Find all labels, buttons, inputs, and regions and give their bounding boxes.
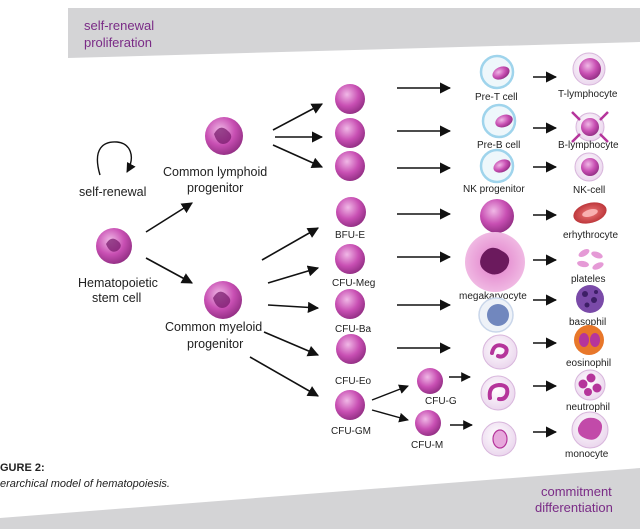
eosinophil-precursor-cell	[482, 334, 518, 370]
erythroid-precursor-cell	[480, 199, 514, 233]
top-banner-line-2: proliferation	[84, 35, 152, 50]
clp-label-line-2: progenitor	[187, 181, 243, 195]
monocyte-precursor-cell	[481, 421, 517, 457]
monocyte-label: monocyte	[565, 449, 609, 460]
cfu-eo-label: CFU-Eo	[335, 376, 372, 387]
megakaryocyte-cell	[465, 232, 525, 292]
arrow-cmp-cfu-gm	[249, 356, 319, 397]
top-banner-line-1: self-renewal	[84, 18, 154, 33]
eosinophil-label: eosinophil	[566, 358, 611, 369]
arrow-hsc-to-clp	[145, 202, 193, 233]
basophil-cell	[576, 285, 604, 313]
lymphoid-progenitor-cell	[335, 118, 365, 148]
neutrophil-precursor-cell	[480, 375, 516, 411]
hematopoietic-stem-cell	[96, 228, 132, 264]
self-renewal-loop-icon	[96, 141, 136, 176]
nk-progenitor-label: NK progenitor	[463, 184, 525, 195]
bottom-banner-line-1: commitment	[541, 484, 612, 499]
top-banner	[68, 8, 640, 58]
erythrocyte-cell	[573, 202, 607, 224]
nk-cell-label: NK-cell	[573, 185, 605, 196]
cfu-g-cell	[417, 368, 443, 394]
cfu-meg-cell	[335, 244, 365, 274]
common-myeloid-progenitor-cell	[204, 281, 242, 319]
cfu-m-label: CFU-M	[411, 440, 443, 451]
cfu-ba-cell	[335, 289, 365, 319]
basophil-label: basophil	[569, 317, 606, 328]
lymphoid-progenitor-cell	[335, 84, 365, 114]
monocyte-cell	[571, 411, 609, 449]
arrow-clp-1	[272, 103, 323, 131]
cfu-gm-label: CFU-GM	[331, 426, 371, 437]
hsc-label-line-2: stem cell	[92, 291, 141, 305]
clp-label-line-1: Common lymphoid	[163, 165, 267, 179]
basophil-precursor-cell	[478, 297, 514, 333]
arrow-cfu-gm-to-cfu-g	[371, 384, 409, 401]
bottom-banner	[0, 468, 640, 529]
neutrophil-label: neutrophil	[566, 402, 610, 413]
arrow-cmp-cfu-meg	[267, 265, 320, 284]
hsc-label-line-1: Hematopoietic	[78, 276, 158, 290]
b-lymphocyte-label: B-lymphocyte	[558, 140, 619, 151]
neutrophil-cell	[574, 369, 606, 401]
arrow-cmp-bfu-e	[261, 227, 319, 261]
cfu-eo-cell	[336, 334, 366, 364]
self-renewal-label: self-renewal	[79, 185, 146, 199]
b-lymphocyte-cell	[571, 111, 609, 143]
arrow-hsc-to-cmp	[145, 257, 193, 284]
cfu-m-cell	[415, 410, 441, 436]
cfu-gm-cell	[335, 390, 365, 420]
t-lymphocyte-label: T-lymphocyte	[558, 89, 618, 100]
plateles-cells	[577, 249, 604, 270]
cfu-g-label: CFU-G	[425, 396, 457, 407]
nk-progenitor-cell	[479, 148, 515, 184]
pre-b-label: Pre-B cell	[477, 140, 520, 151]
t-lymphocyte-cell	[572, 52, 606, 86]
bfu-e-label: BFU-E	[335, 230, 365, 241]
erythrocyte-label: erhythrocyte	[563, 230, 618, 241]
cfu-ba-label: CFU-Ba	[335, 324, 372, 335]
cfu-meg-label: CFU-Meg	[332, 278, 375, 289]
nk-cell	[574, 152, 604, 182]
pre-t-cell	[479, 54, 515, 90]
bfu-e-cell	[336, 197, 366, 227]
plateles-label: plateles	[571, 274, 605, 285]
cmp-label-line-1: Common myeloid	[165, 320, 262, 334]
figure-caption-title: GURE 2:	[0, 462, 45, 474]
figure-caption: GURE 2: erarchical model of hematopoiesi…	[0, 462, 170, 490]
megakaryocyte-label: megakaryocyte	[459, 291, 527, 302]
arrow-cmp-cfu-ba	[267, 301, 320, 313]
cmp-label-line-2: progenitor	[187, 337, 243, 351]
common-lymphoid-progenitor-cell	[205, 117, 243, 155]
bottom-banner-line-2: differentiation	[535, 500, 613, 515]
pre-t-label: Pre-T cell	[475, 92, 518, 103]
arrow-cmp-cfu-eo	[263, 331, 320, 357]
eosinophil-cell	[574, 325, 604, 355]
arrow-cfu-gm-to-cfu-m	[371, 409, 409, 423]
lymphoid-progenitor-cell	[335, 151, 365, 181]
figure-caption-subtitle: erarchical model of hematopoiesis.	[0, 478, 170, 490]
arrow-clp-3	[272, 144, 324, 168]
pre-b-cell	[481, 103, 517, 139]
